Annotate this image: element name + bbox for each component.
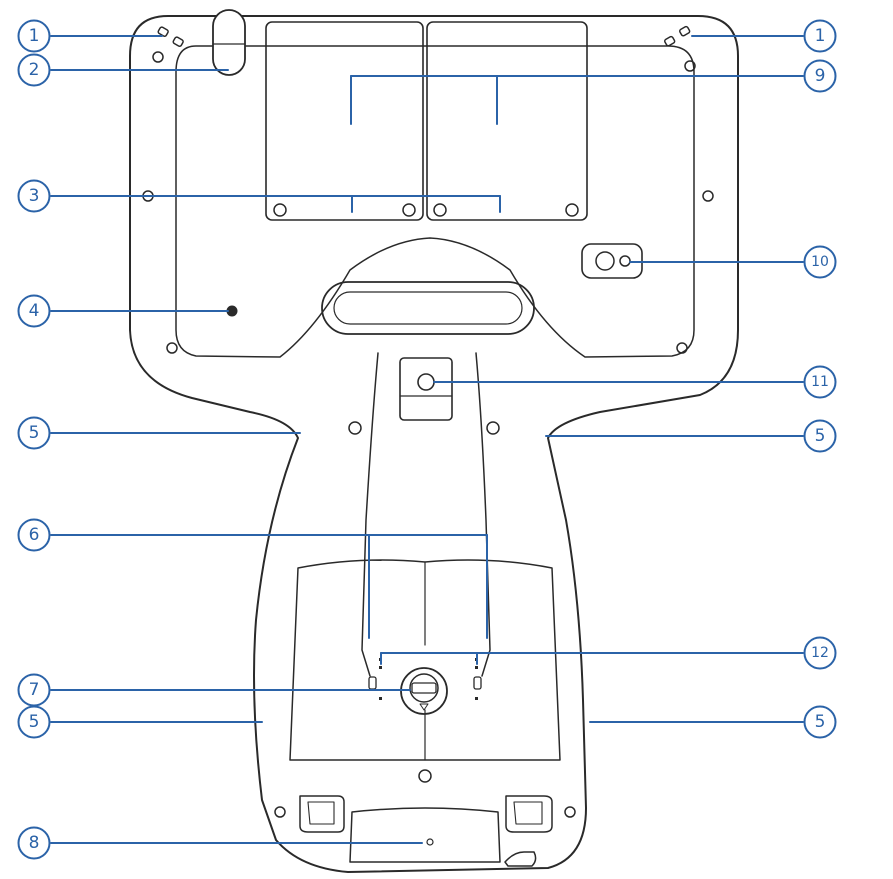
stylus — [212, 9, 246, 76]
callout-leaders — [50, 35, 804, 844]
callout-10: 10 — [803, 245, 837, 279]
callout-9: 9 — [803, 59, 837, 93]
callout-3: 3 — [17, 179, 51, 213]
camera-lens — [595, 251, 615, 271]
upper-panel-outline — [175, 45, 695, 358]
usb-cap — [504, 851, 537, 867]
svg-text:9: 9 — [815, 66, 826, 86]
callout-8: 8 — [17, 826, 51, 860]
callout-1-left: 1 — [17, 19, 51, 53]
callout-6: 6 — [17, 518, 51, 552]
svg-text:1: 1 — [815, 26, 826, 46]
expansion-bay-right — [426, 21, 588, 221]
svg-text:3: 3 — [29, 186, 40, 206]
mount-plate — [399, 357, 453, 421]
callout-11: 11 — [803, 365, 837, 399]
handle-slot — [321, 281, 535, 335]
svg-text:8: 8 — [29, 833, 40, 853]
svg-text:5: 5 — [815, 712, 826, 732]
callout-2: 2 — [17, 53, 51, 87]
bay-screws — [273, 203, 579, 217]
battery-door — [289, 559, 561, 761]
connector-right — [505, 795, 553, 833]
center-spine — [361, 352, 491, 677]
callout-1-right: 1 — [803, 19, 837, 53]
svg-text:5: 5 — [29, 712, 40, 732]
callout-5-lower-left: 5 — [17, 705, 51, 739]
svg-text:5: 5 — [29, 423, 40, 443]
strap-attach-right — [664, 25, 691, 47]
device-illustration — [129, 9, 739, 873]
svg-text:1: 1 — [29, 26, 40, 46]
expansion-bay-left — [265, 21, 424, 221]
strap-attach-left — [157, 26, 184, 47]
callout-5-lower-right: 5 — [803, 705, 837, 739]
callout-4: 4 — [17, 294, 51, 328]
svg-text:4: 4 — [29, 301, 40, 321]
svg-text:2: 2 — [29, 60, 40, 80]
callout-5-upper-right: 5 — [803, 419, 837, 453]
connector-left — [299, 795, 345, 833]
callout-5-upper-left: 5 — [17, 416, 51, 450]
callout-7: 7 — [17, 673, 51, 707]
svg-text:10: 10 — [811, 254, 829, 270]
callout-badges: 1 2 3 4 5 6 7 5 — [17, 19, 837, 860]
svg-text:12: 12 — [811, 645, 829, 661]
svg-text:7: 7 — [29, 680, 40, 700]
device-body-outline — [129, 15, 739, 873]
battery-latch — [409, 673, 439, 703]
svg-text:6: 6 — [29, 525, 40, 545]
svg-text:11: 11 — [811, 374, 829, 390]
svg-text:5: 5 — [815, 426, 826, 446]
callout-12: 12 — [803, 636, 837, 670]
bottom-port — [349, 807, 501, 863]
